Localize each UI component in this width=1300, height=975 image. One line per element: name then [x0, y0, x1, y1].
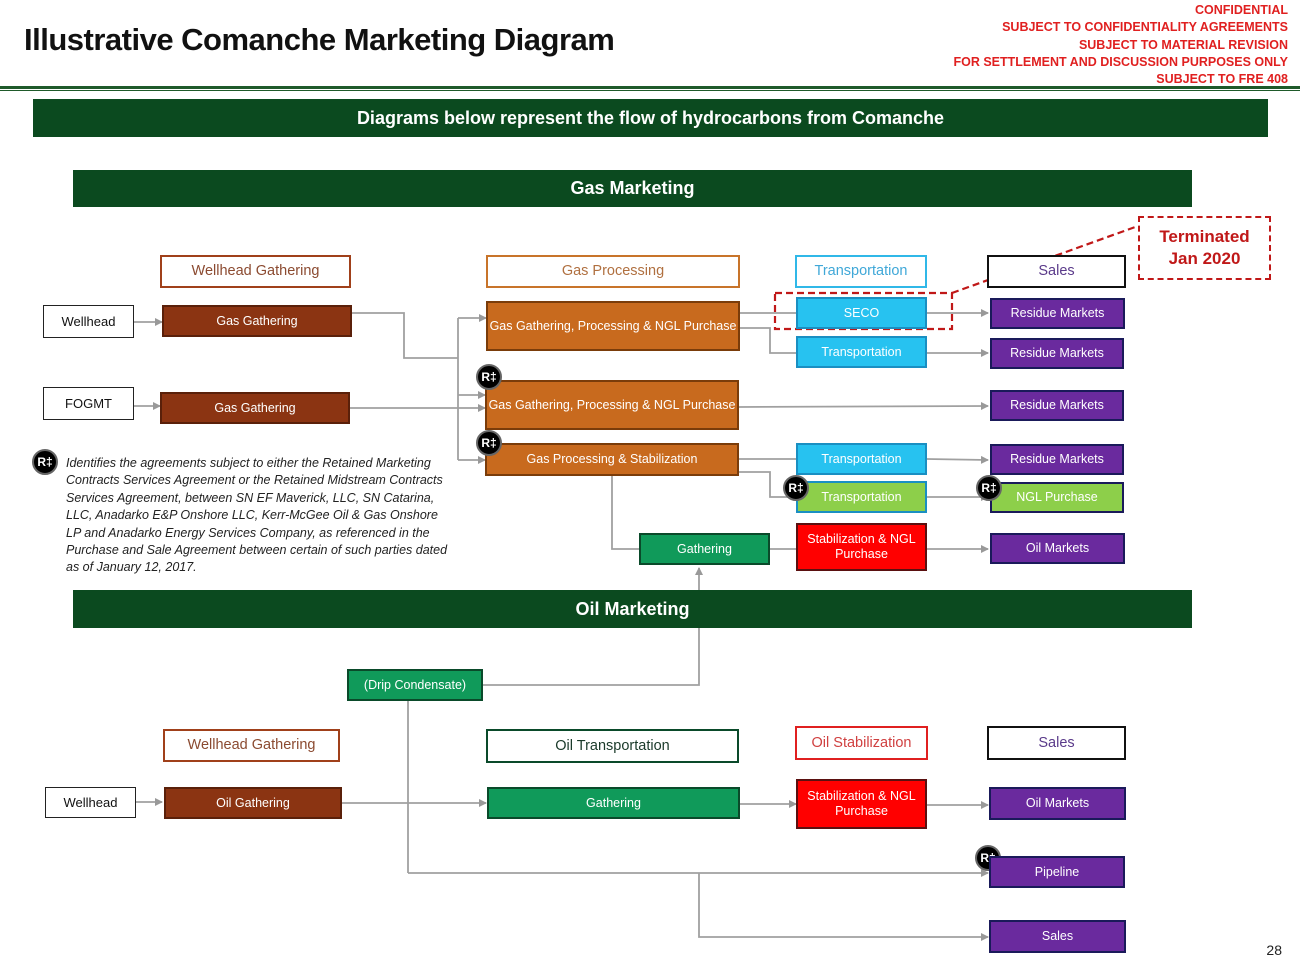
oil-marketing-title: Oil Marketing [73, 590, 1192, 628]
sales-node[interactable]: Residue Markets [990, 444, 1124, 475]
source-wellhead[interactable]: Wellhead [43, 305, 134, 338]
terminated-date: Jan 2020 [1168, 249, 1241, 268]
stabilization-node[interactable]: Stabilization & NGL Purchase [796, 523, 927, 571]
confidential-line: FOR SETTLEMENT AND DISCUSSION PURPOSES O… [953, 54, 1288, 69]
intro-banner: Diagrams below represent the flow of hyd… [33, 99, 1268, 137]
transport-node[interactable]: Transportation [796, 336, 927, 368]
connector [611, 476, 639, 550]
terminated-callout: Terminated Jan 2020 [1138, 216, 1271, 280]
header-sales: Sales [987, 726, 1126, 760]
gas-gathering-node[interactable]: Gas Gathering [160, 392, 350, 424]
header-transportation: Transportation [795, 255, 927, 288]
source-wellhead[interactable]: Wellhead [45, 787, 136, 818]
confidential-line: SUBJECT TO CONFIDENTIALITY AGREEMENTS [1002, 20, 1288, 35]
connector [739, 471, 796, 498]
connector [740, 327, 796, 354]
processing-node[interactable]: Gas Gathering, Processing & NGL Purchase [485, 380, 739, 430]
terminated-highlight [773, 291, 954, 331]
processing-node[interactable]: Gas Processing & Stabilization [485, 443, 739, 476]
terminated-label: Terminated [1159, 227, 1250, 246]
transport-node-seco[interactable]: SECO [796, 297, 927, 329]
header-wellhead-gathering: Wellhead Gathering [163, 729, 340, 762]
sales-node[interactable]: Pipeline [989, 856, 1125, 888]
retained-badge-icon: R‡ [976, 475, 1002, 501]
page-number: 28 [1266, 942, 1282, 958]
header-rule [0, 86, 1300, 89]
transport-node[interactable]: Transportation [796, 481, 927, 513]
sales-node[interactable]: Residue Markets [990, 390, 1124, 421]
confidential-line: SUBJECT TO MATERIAL REVISION [1078, 37, 1288, 52]
sales-node[interactable]: Residue Markets [990, 338, 1124, 369]
footnote-badge-icon: R‡ [32, 449, 58, 475]
sales-node-ngl[interactable]: NGL Purchase [990, 482, 1124, 513]
header-rule [0, 90, 1300, 91]
header-gas-processing: Gas Processing [486, 255, 740, 288]
connector [698, 873, 989, 941]
header-oil-transportation: Oil Transportation [486, 729, 739, 763]
transport-node[interactable]: Transportation [796, 443, 927, 475]
sales-node[interactable]: Oil Markets [989, 787, 1126, 820]
retained-badge-icon: R‡ [476, 430, 502, 456]
header-wellhead-gathering: Wellhead Gathering [160, 255, 351, 288]
gas-marketing-title: Gas Marketing [73, 170, 1192, 207]
drip-condensate-node[interactable]: (Drip Condensate) [347, 669, 483, 701]
sales-node[interactable]: Sales [989, 920, 1126, 953]
processing-node[interactable]: Gas Gathering, Processing & NGL Purchase [486, 301, 740, 351]
footnote-text: Identifies the agreements subject to eit… [66, 456, 448, 575]
gathering-node[interactable]: Gathering [639, 533, 770, 565]
stabilization-node[interactable]: Stabilization & NGL Purchase [796, 779, 927, 829]
gas-gathering-node[interactable]: Gas Gathering [162, 305, 352, 337]
confidential-notice: CONFIDENTIAL SUBJECT TO CONFIDENTIALITY … [953, 2, 1288, 88]
connector [926, 455, 989, 464]
page-title: Illustrative Comanche Marketing Diagram [24, 22, 615, 57]
confidential-line: CONFIDENTIAL [1194, 3, 1288, 17]
connector [738, 402, 989, 411]
sales-node[interactable]: Oil Markets [990, 533, 1125, 564]
header-sales: Sales [987, 255, 1126, 288]
oil-gathering-node[interactable]: Oil Gathering [164, 787, 342, 819]
sales-node[interactable]: Residue Markets [990, 298, 1125, 329]
retained-badge-icon: R‡ [476, 364, 502, 390]
confidential-line: SUBJECT TO FRE 408 [1156, 72, 1288, 87]
retained-badge-icon: R‡ [783, 475, 809, 501]
gathering-node[interactable]: Gathering [487, 787, 740, 819]
connector [352, 312, 458, 359]
header-oil-stabilization: Oil Stabilization [795, 726, 928, 760]
source-fogmt[interactable]: FOGMT [43, 387, 134, 420]
